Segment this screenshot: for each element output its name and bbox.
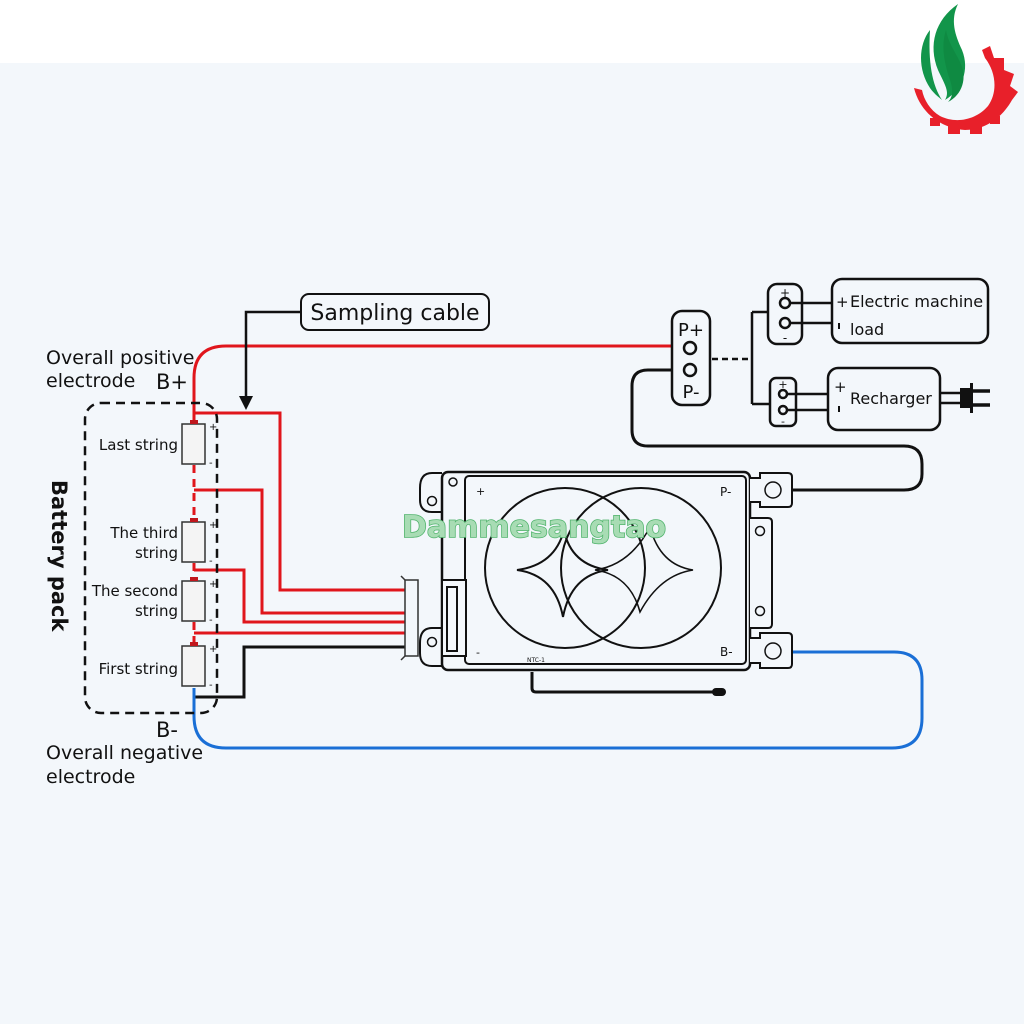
ntc-probe <box>712 688 726 696</box>
watermark-text: Dammesangtao <box>402 510 666 545</box>
p-minus-label: P- <box>683 382 700 403</box>
svg-text:+: + <box>209 644 217 655</box>
svg-text:-: - <box>209 556 213 567</box>
svg-text:-: - <box>783 331 787 345</box>
battery-cell-last: + - Last string <box>99 420 217 469</box>
p-minus-wire <box>630 368 924 492</box>
electric-machine-load-box: + Electric machine load <box>830 277 990 345</box>
ntc-label: NTC-1 <box>527 657 545 664</box>
bms-minus-label: - <box>476 646 480 659</box>
positive-electrode-label-1: Overall positive <box>46 347 194 369</box>
cell-label: string <box>135 544 178 562</box>
svg-text:+: + <box>778 378 787 391</box>
charger-connector: + - <box>768 376 828 428</box>
load-connector: + - <box>766 282 832 346</box>
cell-label: The third <box>109 524 178 542</box>
svg-text:+: + <box>836 293 849 311</box>
b-plus-label: B+ <box>156 370 188 394</box>
battery-pack-frame <box>83 401 219 715</box>
sampling-wires <box>194 411 405 635</box>
bms-board: + P- - B- NTC-1 <box>419 470 793 672</box>
load-label-1: Electric machine <box>850 292 983 311</box>
recharger-label: Recharger <box>850 389 932 408</box>
battery-cell-third: + - The third string <box>109 518 217 567</box>
sampling-plug <box>400 575 419 661</box>
svg-text:+: + <box>780 286 790 300</box>
svg-text:-: - <box>209 680 213 691</box>
sampling-wire-negative <box>194 645 405 699</box>
power-plug-icon <box>940 383 990 413</box>
negative-main-wire <box>192 650 924 750</box>
negative-electrode-label-2: electrode <box>46 766 135 788</box>
recharger-box: + Recharger <box>826 366 942 432</box>
svg-text:-: - <box>209 615 213 626</box>
battery-pack-label: Battery pack <box>47 480 71 633</box>
port-branch <box>750 310 770 406</box>
p-plus-label: P+ <box>678 320 704 341</box>
sampling-cable-callout: Sampling cable <box>239 293 490 410</box>
cell-label: The second <box>91 582 178 600</box>
positive-electrode-label-2: electrode <box>46 370 135 392</box>
svg-text:+: + <box>834 378 847 396</box>
svg-text:+: + <box>209 520 217 531</box>
bms-plus-label: + <box>476 485 485 498</box>
b-minus-label: B- <box>156 718 178 742</box>
brand-logo-icon <box>914 4 1018 134</box>
svg-text:-: - <box>781 415 785 428</box>
bms-p-minus-label: P- <box>720 485 731 499</box>
positive-main-wire <box>192 344 690 425</box>
output-port: P+ P- <box>670 309 712 407</box>
svg-text:+: + <box>209 579 217 590</box>
bms-b-minus-label: B- <box>720 645 733 659</box>
cell-label: First string <box>99 660 178 678</box>
cell-label: string <box>135 602 178 620</box>
battery-cell-second: + - The second string <box>91 577 217 626</box>
negative-electrode-label-1: Overall negative <box>46 742 203 764</box>
battery-cell-first: + - First string <box>99 642 217 691</box>
sampling-cable-label: Sampling cable <box>310 301 479 326</box>
cell-label: Last string <box>99 436 178 454</box>
ntc-thermistor <box>530 672 718 694</box>
load-label-2: load <box>850 320 884 339</box>
svg-text:-: - <box>209 458 213 469</box>
svg-text:+: + <box>209 422 217 433</box>
